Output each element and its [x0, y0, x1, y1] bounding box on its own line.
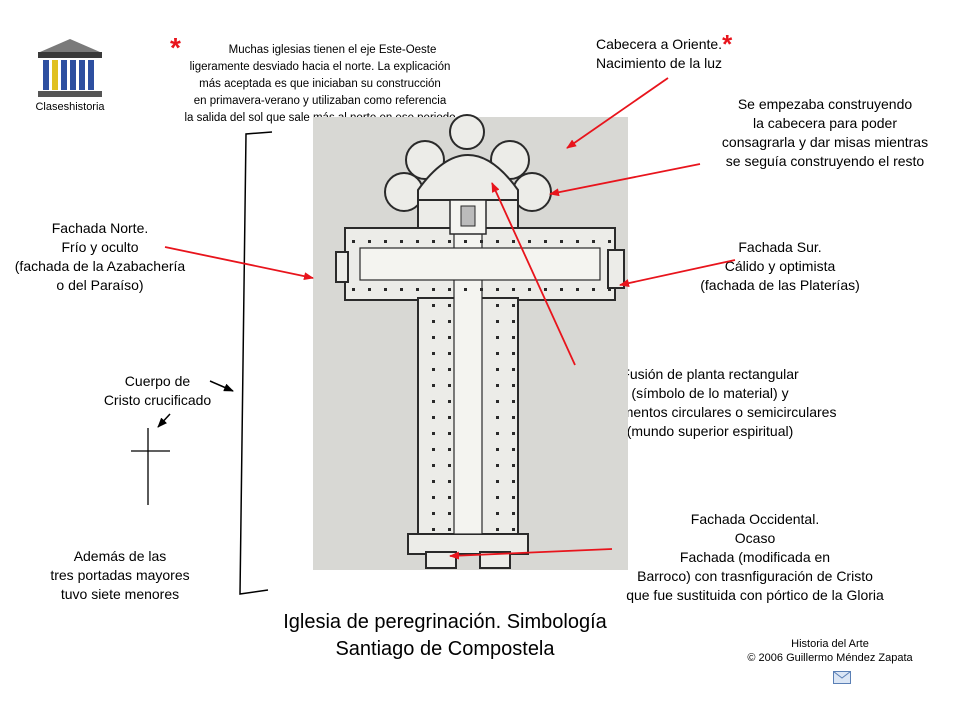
empezaba-line: se seguía construyendo el resto [725, 153, 925, 169]
cuerpo-line: Cuerpo de [124, 373, 191, 389]
norte-line: o del Paraíso) [56, 277, 144, 293]
label-occidental: Fachada Occidental. Ocaso Fachada (modif… [590, 510, 920, 605]
empezaba-line: consagrarla y dar misas mientras [721, 134, 929, 150]
arrow-fusion [491, 182, 576, 366]
arrow-norte [164, 246, 314, 281]
norte-line: Frío y oculto [61, 239, 139, 255]
cuerpo-line: Cristo crucificado [103, 392, 212, 408]
cabecera-line: Cabecera a Oriente. [596, 36, 723, 52]
portadas-line: Además de las [73, 548, 167, 564]
floor-plan-piers [348, 232, 612, 532]
title-line: Iglesia de peregrinación. Simbología [283, 611, 607, 633]
label-portadas: Además de las tres portadas mayores tuvo… [20, 547, 220, 604]
occidental-line: Ocaso [734, 530, 776, 546]
logo-label: Claseshistoria [35, 101, 105, 113]
note-asterisk: * [170, 32, 181, 63]
sur-line: Fachada Sur. [738, 239, 822, 255]
arrow-sur [619, 259, 736, 287]
occidental-line: Fachada Occidental. [690, 511, 820, 527]
note-line: Muchas iglesias tienen el eje Este-Oeste [228, 44, 437, 56]
norte-line: Fachada Norte. [51, 220, 149, 236]
empezaba-line: Se empezaba construyendo [737, 96, 913, 112]
occidental-line: Fachada (modificada en [679, 549, 831, 565]
label-empezaba: Se empezaba construyendo la cabecera par… [700, 95, 950, 171]
label-sur: Fachada Sur. Cálido y optimista (fachada… [665, 238, 895, 295]
logo[interactable]: Claseshistoria [30, 36, 110, 116]
footer-credits: Historia del Arte © 2006 Guillermo Ménde… [720, 637, 940, 665]
arrow-cuerpo-to-bracket [209, 380, 234, 392]
label-cuerpo: Cuerpo de Cristo crucificado [85, 372, 230, 410]
portadas-line: tres portadas mayores [50, 567, 190, 583]
label-fusion: Fusión de planta rectangular (símbolo de… [560, 365, 860, 441]
cross-icon [131, 428, 170, 505]
sur-line: Cálido y optimista [724, 258, 836, 274]
cabecera-line: Nacimiento de la luz [596, 55, 723, 71]
red-arrows [164, 77, 736, 560]
empezaba-line: la cabecera para poder [753, 115, 897, 131]
footer-copyright: © 2006 Guillermo Méndez Zapata [747, 652, 913, 664]
fusion-line: (mundo superior espiritual) [626, 423, 794, 439]
plan-bracket [239, 131, 273, 595]
title-line: Santiago de Compostela [335, 638, 555, 660]
label-cabecera: Cabecera a Oriente.* Nacimiento de la lu… [596, 31, 776, 73]
mail-icon[interactable] [833, 671, 851, 684]
cabecera-asterisk: * [722, 29, 733, 59]
note-line: ligeramente desviado hacia el norte. La … [189, 61, 451, 73]
portadas-line: tuvo siete menores [60, 586, 180, 602]
footer-course: Historia del Arte [791, 638, 869, 650]
fusion-line: Fusión de planta rectangular [621, 366, 799, 382]
occidental-line: que fue sustituida con pórtico de la Glo… [626, 587, 884, 603]
note-line: más aceptada es que iniciaban su constru… [199, 78, 441, 90]
fusion-line: (símbolo de lo material) y [631, 385, 789, 401]
label-norte: Fachada Norte. Frío y oculto (fachada de… [0, 219, 200, 295]
note-line: en primavera-verano y utilizaban como re… [193, 95, 447, 107]
sur-line: (fachada de las Platerías) [700, 277, 860, 293]
arrow-occidental [449, 548, 613, 560]
norte-line: (fachada de la Azabachería [14, 258, 186, 274]
arrow-cuerpo-to-cross [157, 413, 171, 428]
page-title: Iglesia de peregrinación. Simbología San… [215, 609, 675, 663]
arrow-cabecera [566, 77, 669, 149]
temple-logo-icon [38, 39, 102, 97]
fusion-line: de elementos circulares o semicirculares [583, 404, 837, 420]
arrow-empezaba [549, 163, 701, 197]
occidental-line: Barroco) con trasnfiguración de Cristo [637, 568, 873, 584]
